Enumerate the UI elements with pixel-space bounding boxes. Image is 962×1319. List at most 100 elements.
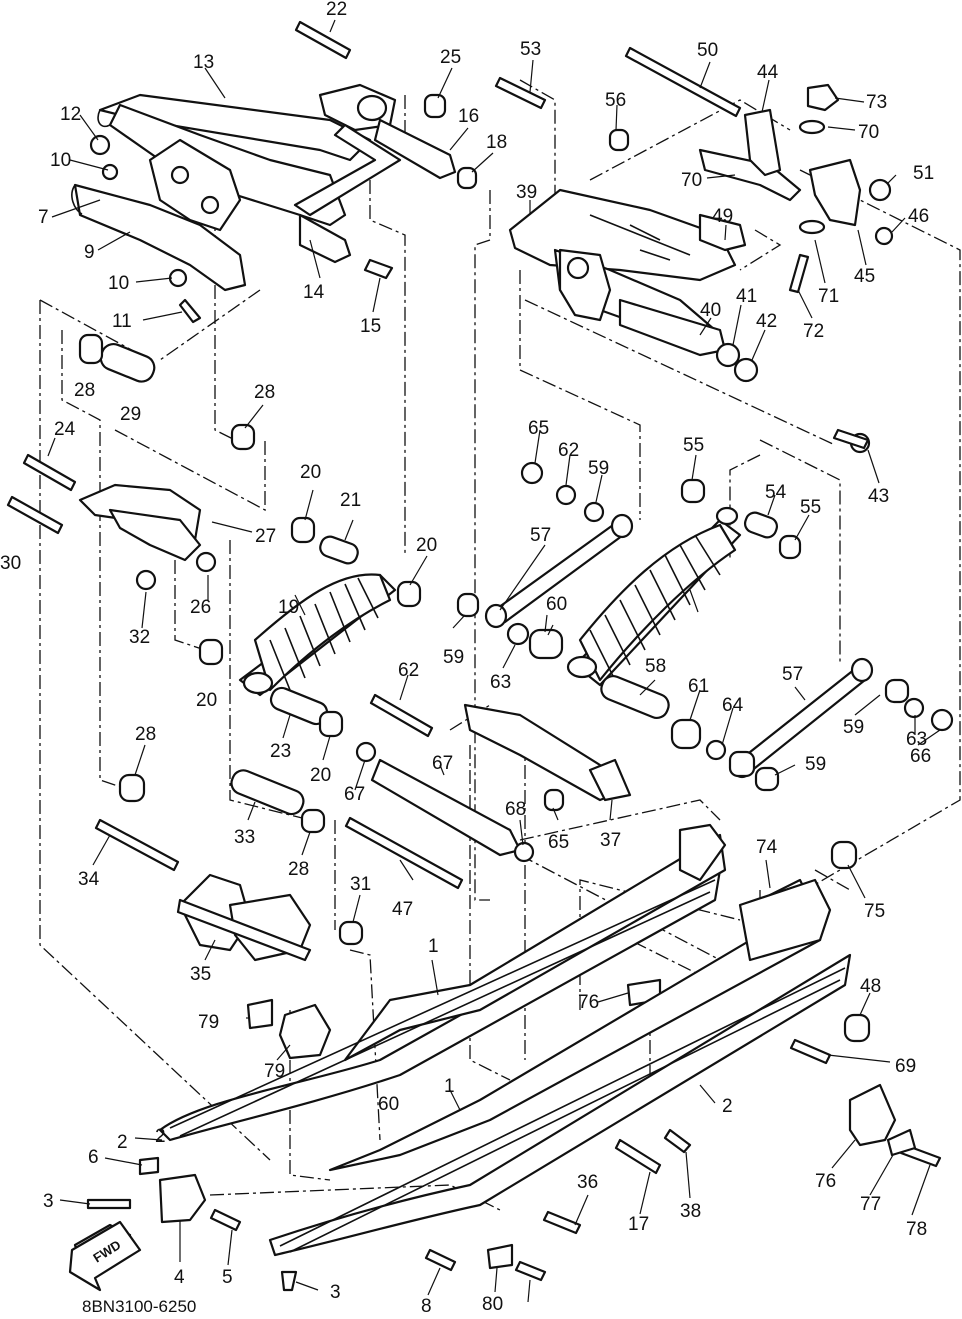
callout: 60 [378,1094,399,1115]
diagram-code: 8BN3100-6250 [82,1297,196,1316]
callout: 72 [803,321,824,342]
brackets [73,483,917,1274]
fwd-arrow-icon: FWD [68,1220,142,1292]
rear-arm-assembly [508,108,862,357]
callout: 47 [392,899,413,920]
callout: 66 [910,746,931,767]
callout: 59 [805,754,826,775]
callout: 10 [108,273,129,294]
callout: 62 [558,440,579,461]
callout: 21 [340,490,361,511]
bushings [78,93,910,1043]
callout: 15 [360,316,381,337]
callout: 34 [78,869,100,890]
callout: 51 [913,163,934,184]
callout: 48 [860,976,881,997]
callout: 1 [444,1076,455,1097]
callout: 67 [344,784,365,805]
callout: 16 [458,106,479,127]
callout: 54 [765,482,787,503]
callout: 53 [520,39,541,60]
linkage-rods [370,513,874,857]
callout: 32 [129,627,150,648]
callout: 26 [190,597,211,618]
callout: 44 [757,62,779,83]
callout: 70 [858,122,879,143]
callout: 58 [645,656,666,677]
callout: 69 [895,1056,916,1077]
callout: 29 [120,404,141,425]
callout: 23 [270,741,291,762]
callout: 20 [300,462,321,483]
callout: 41 [736,286,757,307]
callout: 63 [490,672,511,693]
callout: 25 [440,47,461,68]
callout: 74 [756,837,778,858]
left-shock-absorber [238,573,397,697]
callout: 79 [264,1061,285,1082]
callout: 3 [43,1191,54,1212]
ski-rails [158,823,852,1257]
callout: 28 [135,724,156,745]
callout: 33 [234,827,255,848]
callout-numbers: 1 1 2 2 2 3 3 4 5 6 7 8 9 10 10 11 12 13… [0,0,934,1317]
callout: 79 [198,1012,219,1033]
callout: 20 [196,690,217,711]
callout: 50 [697,40,718,61]
callout: 2 [155,1126,166,1147]
callout: 17 [628,1214,649,1235]
callout: 27 [255,526,276,547]
callout: 5 [222,1267,233,1288]
callout: 36 [577,1172,598,1193]
callout: 56 [605,90,626,111]
callout: 42 [756,311,777,332]
callout: 57 [530,525,551,546]
callout: 20 [310,765,331,786]
callout: 8 [421,1296,432,1317]
callout: 62 [398,660,419,681]
callout: 19 [278,597,299,618]
callout: 31 [350,874,371,895]
callout: 45 [854,266,875,287]
callout: 38 [680,1201,701,1222]
callout: 49 [712,206,733,227]
callout: 4 [174,1267,185,1288]
callout: 59 [588,458,609,479]
callout: 7 [38,207,49,228]
callout: 46 [908,206,929,227]
callout: 28 [74,380,95,401]
callout: 18 [486,132,507,153]
right-shock-absorber [566,506,742,687]
callout: 10 [50,150,71,171]
callout: 14 [303,282,325,303]
callout: 2 [117,1132,128,1153]
callout: 68 [505,799,526,820]
callout: 80 [482,1294,503,1315]
callout: 6 [88,1147,99,1168]
callout: 78 [906,1219,927,1240]
callout: 59 [443,647,464,668]
callout: 39 [516,182,537,203]
callout: 55 [800,497,821,518]
callout: 64 [722,695,744,716]
callout: 71 [818,286,839,307]
callout: 28 [254,382,275,403]
leader-lines [47,19,941,1303]
callout: 20 [416,535,437,556]
callout: 55 [683,435,704,456]
callout: 67 [432,753,453,774]
callout: 76 [578,992,599,1013]
callout: 59 [843,717,864,738]
callout: 13 [193,52,214,73]
callout: 35 [190,964,211,985]
front-arm-assembly [71,83,457,292]
callout: 75 [864,901,885,922]
callout: 3 [330,1282,341,1303]
callout: 1 [428,936,439,957]
callout: 24 [54,419,76,440]
callout: 76 [815,1171,836,1192]
callout: 37 [600,830,621,851]
callout: 11 [112,311,132,332]
callout: 57 [782,664,803,685]
